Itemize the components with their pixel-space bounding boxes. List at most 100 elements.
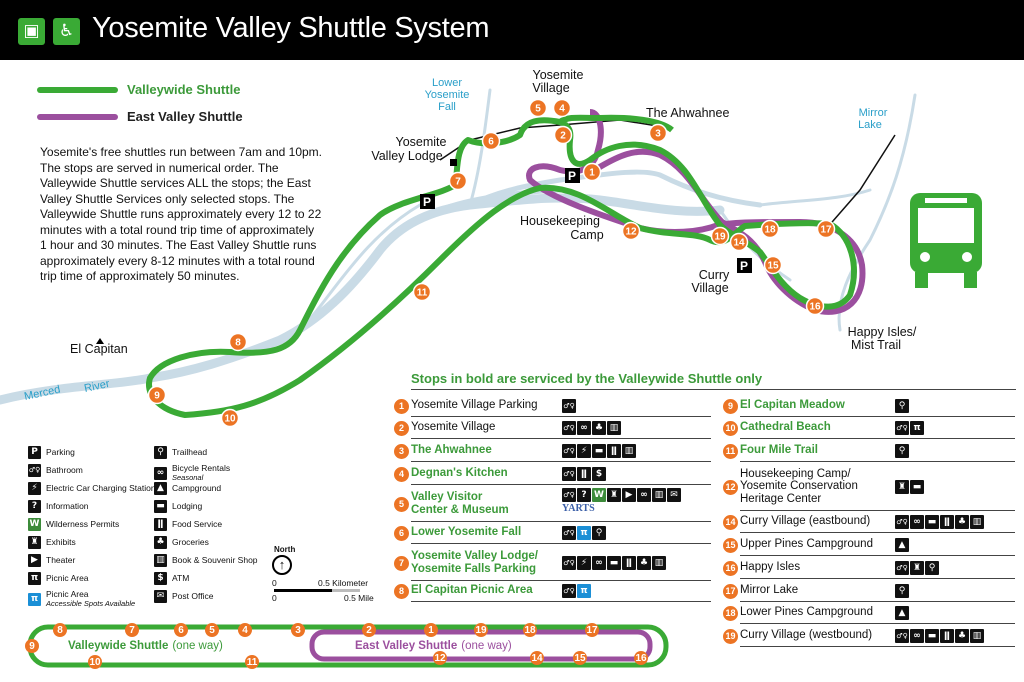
map-stop-2[interactable]: 2 <box>553 125 573 145</box>
svg-text:11: 11 <box>247 657 258 668</box>
legend-label: ATM <box>172 573 190 583</box>
scale-mi-zero: 0 <box>272 593 277 603</box>
map-stop-18[interactable]: 18 <box>760 219 780 239</box>
map-stop-8[interactable]: 8 <box>228 332 248 352</box>
legend-item-book: ▥Book & Souvenir Shop <box>154 554 258 567</box>
book-icon: ▥ <box>607 420 621 435</box>
valleywide-legend-label: Valleywide Shuttle <box>127 82 241 97</box>
theater-icon: ▶ <box>28 554 41 567</box>
bathroom-icon: ♂♀ <box>895 628 909 643</box>
schematic-stop: 3 <box>291 623 305 637</box>
post-icon: ✉ <box>667 488 681 502</box>
picnic-accessible-icon: π <box>28 592 41 606</box>
map-stop-4[interactable]: 4 <box>552 98 572 118</box>
map-stop-3[interactable]: 3 <box>648 123 668 143</box>
stop-amenities: ▲ <box>895 605 1024 620</box>
stop-number-badge: 16 <box>723 560 738 576</box>
stop-number-badge: 11 <box>723 443 738 459</box>
stop-name: The Ahwahnee <box>411 444 492 457</box>
map-stop-10[interactable]: 10 <box>220 408 240 428</box>
book-icon: ▥ <box>154 554 167 567</box>
map-stop-number: 11 <box>417 288 428 299</box>
map-stop-6[interactable]: 6 <box>481 131 501 151</box>
mirror-lake-road <box>825 134 896 230</box>
map-stop-7[interactable]: 7 <box>448 171 468 191</box>
map-stop-11[interactable]: 11 <box>412 282 432 302</box>
schematic-stop: 14 <box>530 651 544 665</box>
map-stop-number: 17 <box>820 225 832 236</box>
bathroom-icon: ♂♀ <box>562 420 576 435</box>
map-stop-number: 5 <box>535 104 541 115</box>
map-stop-16[interactable]: 16 <box>805 296 825 316</box>
picnic-accessible-icon: π <box>577 525 591 540</box>
schematic-stop: 5 <box>205 623 219 637</box>
map-stop-number: 18 <box>764 225 776 236</box>
merced-label: Merced <box>23 384 61 403</box>
svg-text:14: 14 <box>531 653 543 664</box>
schematic-stop: 15 <box>573 651 587 665</box>
legend-item-atm: $ATM <box>154 572 189 585</box>
map-stop-17[interactable]: 17 <box>816 219 836 239</box>
map-stop-12[interactable]: 12 <box>621 221 641 241</box>
exhibits-icon: ♜ <box>910 560 924 575</box>
stop-number-badge: 1 <box>394 398 409 414</box>
stop-amenities: ♂♀∞▬ǁ♣▥ <box>895 628 1024 643</box>
map-stop-1[interactable]: 1 <box>582 162 602 182</box>
el-capitan-peak-icon <box>96 338 104 344</box>
bathroom-icon: ♂♀ <box>562 398 576 413</box>
legend-item-trailhead: ⚲Trailhead <box>154 446 207 459</box>
svg-text:4: 4 <box>242 625 248 636</box>
legend-label: Trailhead <box>172 447 208 457</box>
food-icon: ǁ <box>940 628 954 643</box>
stop-name: Yosemite Village <box>411 421 496 434</box>
scale-bar: 0 0.5 Kilometer 0 0.5 Mile <box>272 578 374 603</box>
atm-icon: $ <box>592 466 606 481</box>
svg-text:15: 15 <box>574 653 586 664</box>
food-icon: ǁ <box>154 518 167 531</box>
svg-text:6: 6 <box>178 625 184 636</box>
stop-name: Curry Village (westbound) <box>740 629 873 642</box>
bus-icon: ▣ <box>18 18 45 45</box>
legend-label: Groceries <box>172 537 209 547</box>
stop-number-badge: 12 <box>723 479 738 495</box>
map-stop-5[interactable]: 5 <box>528 98 548 118</box>
bathroom-icon: ♂♀ <box>895 514 909 529</box>
stop-number-badge: 18 <box>723 605 738 621</box>
svg-text:18: 18 <box>524 625 536 636</box>
stop-name: Four Mile Trail <box>740 444 818 457</box>
scale-km-zero: 0 <box>272 578 277 588</box>
map-stop-19[interactable]: 19 <box>710 226 730 246</box>
groceries-icon: ♣ <box>592 420 606 435</box>
map-stop-9[interactable]: 9 <box>147 385 167 405</box>
legend-label: Bathroom <box>46 465 83 475</box>
stop-name: Yosemite Valley Lodge/ Yosemite Falls Pa… <box>411 550 538 575</box>
trailhead-icon: ⚲ <box>895 443 909 458</box>
bathroom-icon: ♂♀ <box>895 560 909 575</box>
bathroom-icon: ♂♀ <box>562 466 576 481</box>
stop-name: Degnan's Kitchen <box>411 467 508 480</box>
stop-amenities: ♂♀ <box>562 398 702 413</box>
stop-amenities: ♜▬ <box>895 479 1024 494</box>
stop-number-badge: 6 <box>394 525 409 541</box>
svg-text:P: P <box>740 259 748 273</box>
legend-label: Parking <box>46 447 75 457</box>
north-arrow: North ↑ <box>272 545 295 575</box>
stop-amenities: ⚲ <box>895 443 1024 458</box>
wheelchair-icon: ♿ <box>53 18 80 45</box>
lodging-icon: ▬ <box>925 628 939 643</box>
legend-label: Electric Car Charging Station <box>46 483 156 493</box>
map-stop-14[interactable]: 14 <box>729 232 749 252</box>
svg-text:9: 9 <box>29 641 35 652</box>
campground-icon: ▲ <box>895 605 909 620</box>
service-description: Yosemite's free shuttles run between 7am… <box>40 145 323 283</box>
stop-amenities: ♂♀∞♣▥ <box>562 420 702 435</box>
lodging-icon: ▬ <box>925 514 939 529</box>
map-stop-15[interactable]: 15 <box>763 255 783 275</box>
map-stop-number: 8 <box>235 338 241 349</box>
